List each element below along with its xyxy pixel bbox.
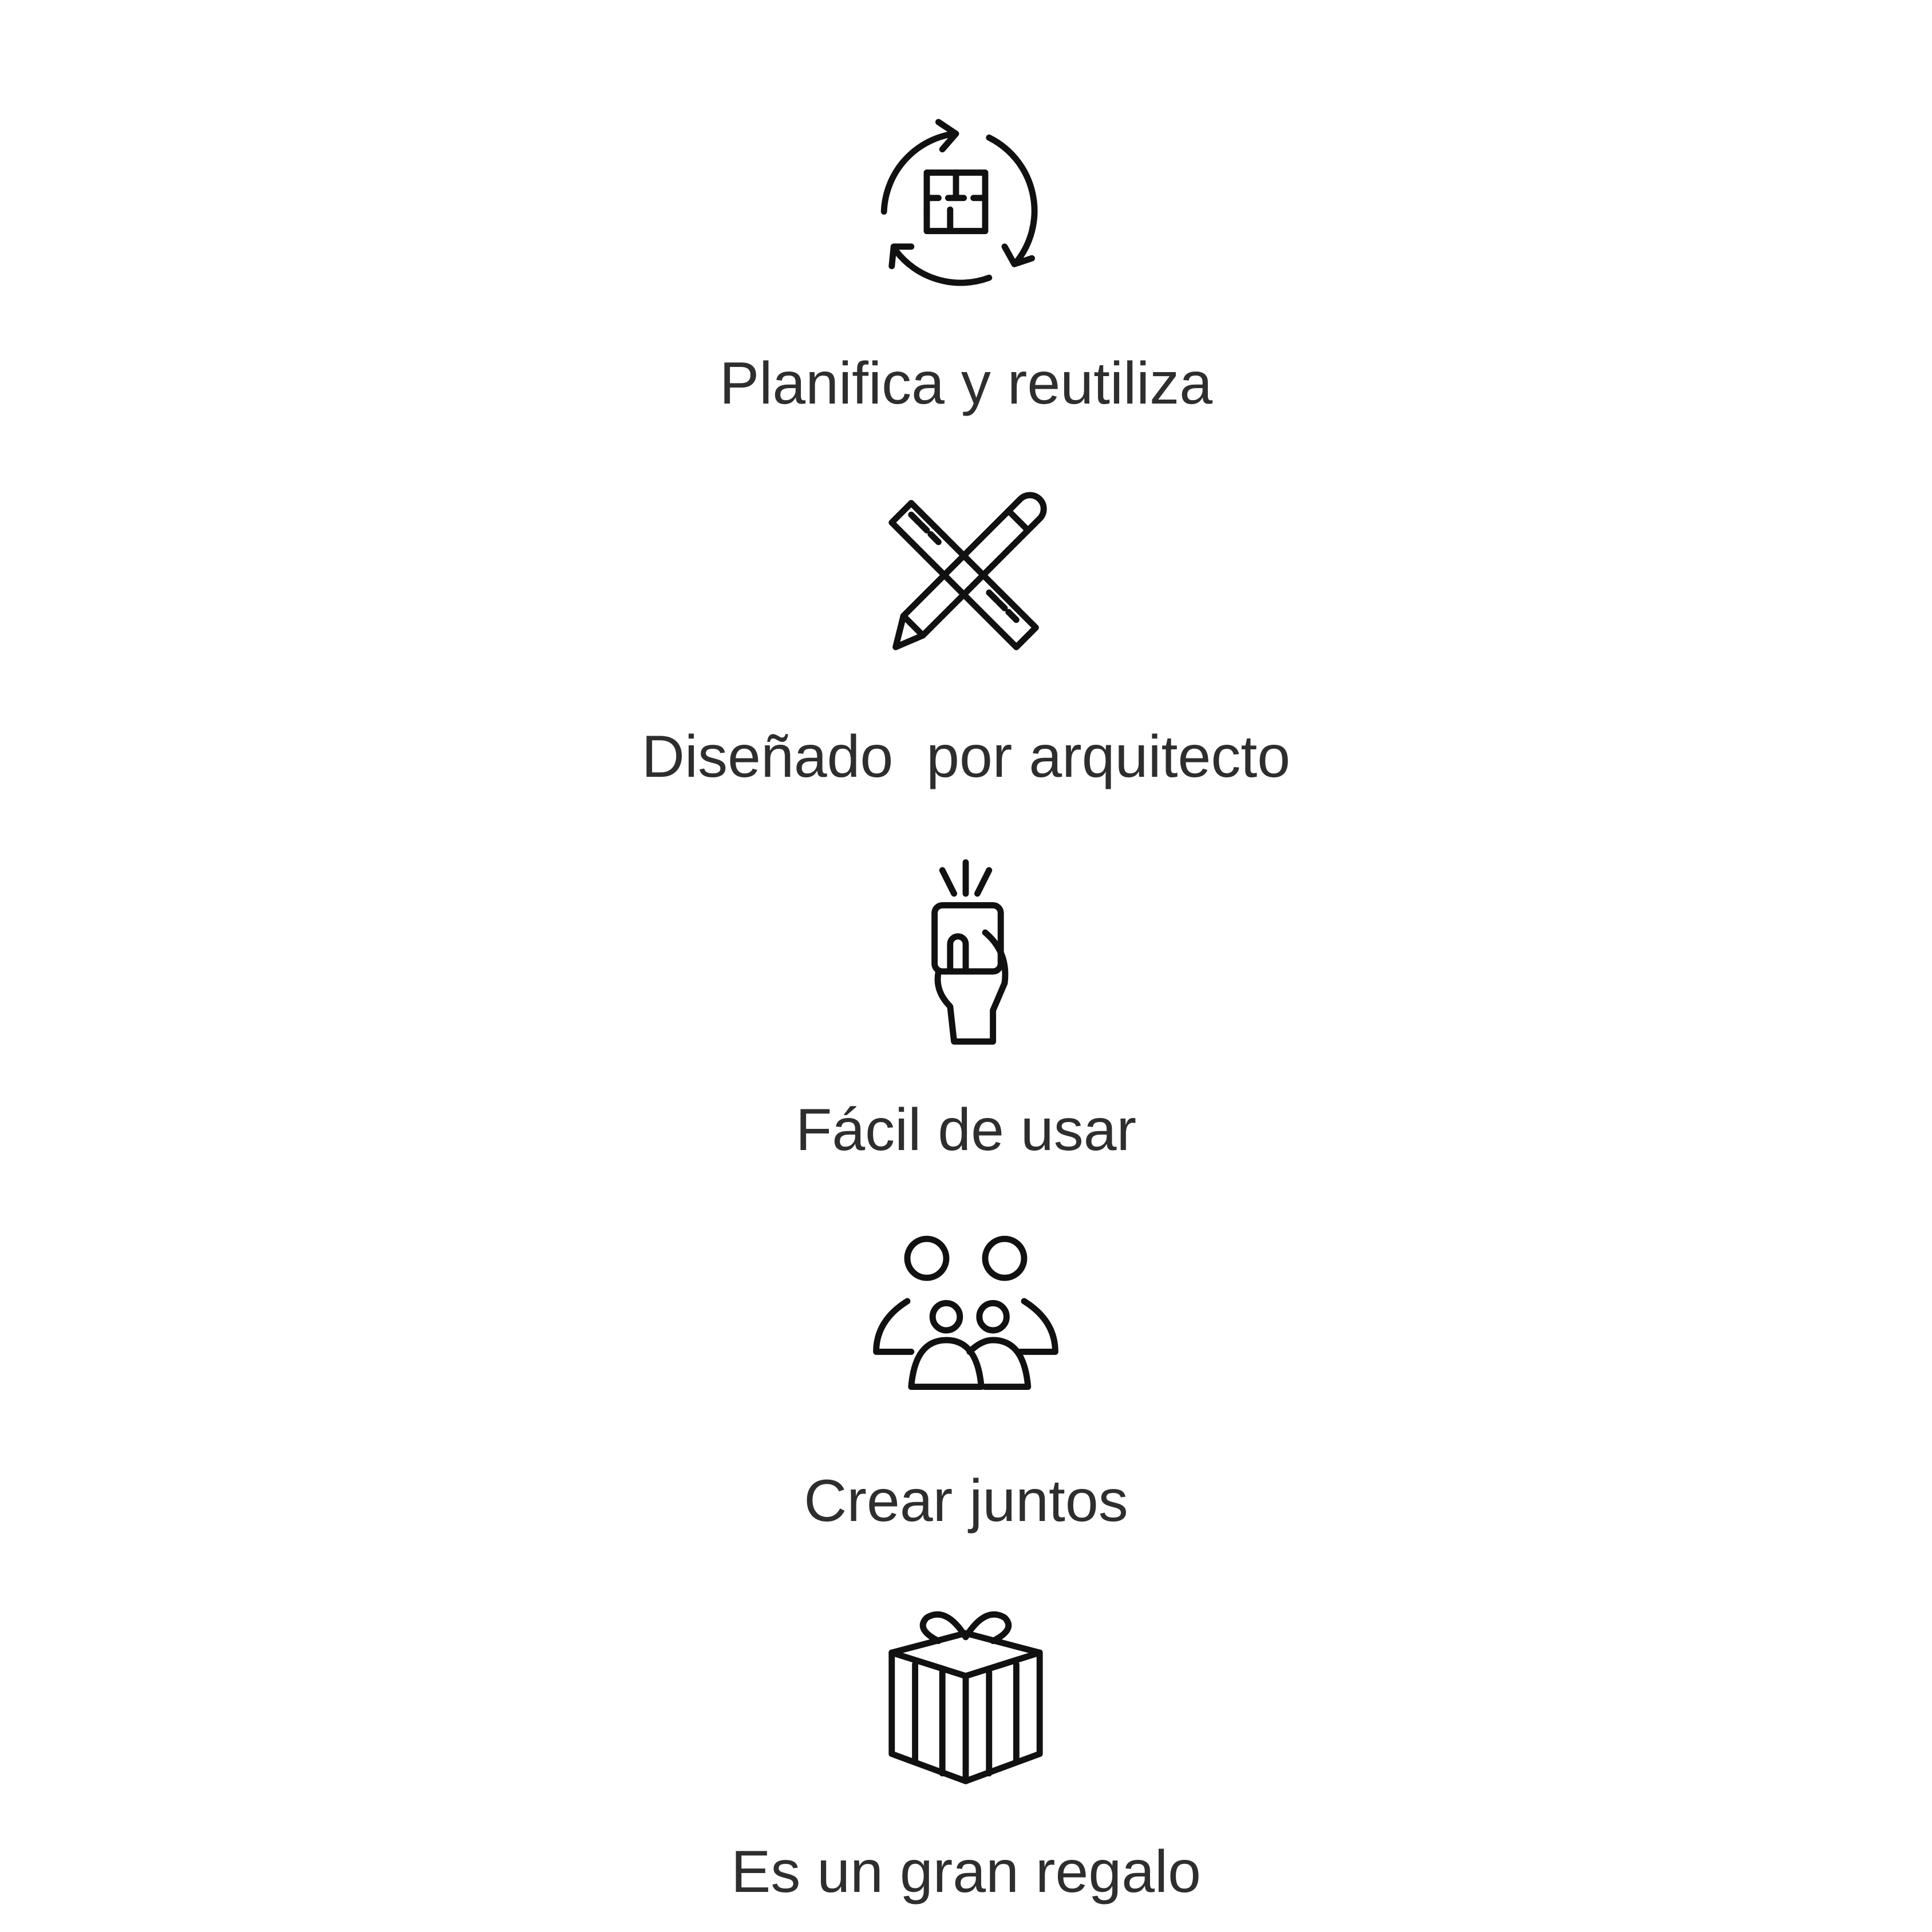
feature-label: Fácil de usar [795, 1097, 1137, 1163]
cycle-floorplan-icon [868, 106, 1063, 301]
hand-holding-card-icon [868, 855, 1063, 1049]
feature-label: Planifica y reutiliza [719, 350, 1213, 417]
family-group-icon [868, 1223, 1063, 1418]
feature-label: Crear juntos [804, 1468, 1128, 1534]
gift-box-icon [868, 1594, 1063, 1789]
feature-label: Diseñado por arquitecto [641, 724, 1291, 790]
ruler-pencil-icon [868, 480, 1063, 674]
feature-label: Es un gran regalo [731, 1839, 1201, 1905]
